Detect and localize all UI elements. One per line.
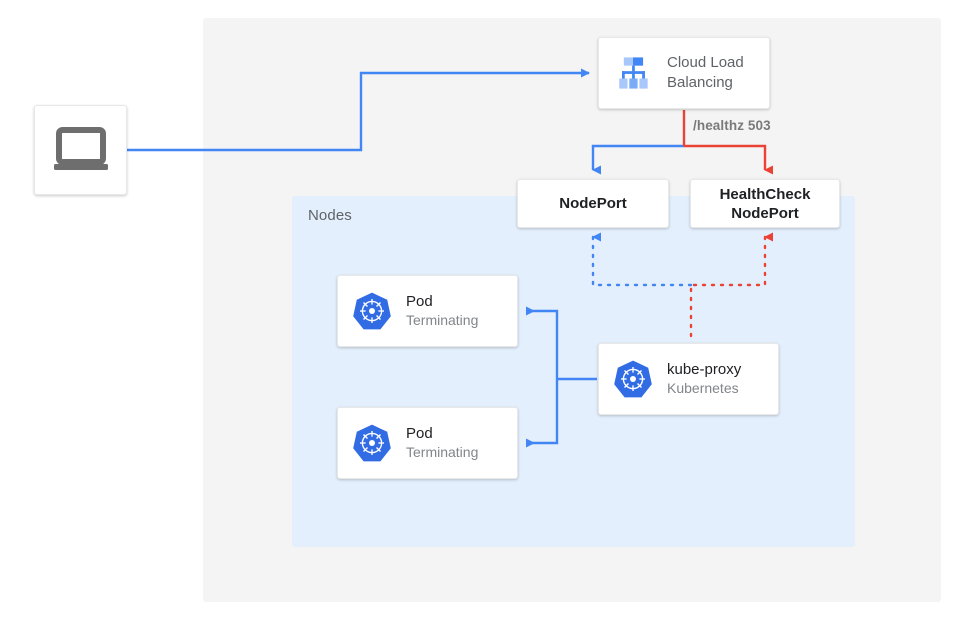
cloud-load-balancing-label: Cloud Load Balancing (667, 53, 744, 93)
kube-proxy-card[interactable]: kube-proxy Kubernetes (598, 343, 779, 415)
nodeport-card[interactable]: NodePort (517, 179, 669, 228)
cloud-load-balancing-icon (619, 57, 648, 89)
pod-2-text: Pod Terminating (406, 424, 478, 462)
laptop-icon (53, 127, 108, 170)
cloud-load-balancing-line2: Balancing (667, 74, 733, 91)
kubernetes-icon (614, 360, 652, 398)
kubernetes-icon (353, 292, 391, 330)
healthz-status-label: /healthz 503 (693, 118, 771, 133)
healthcheck-nodeport-label: HealthCheck NodePort (720, 185, 811, 223)
cloud-load-balancing-line1: Cloud Load (667, 54, 744, 71)
pod-1-text: Pod Terminating (406, 292, 478, 330)
nodes-region-label: Nodes (308, 207, 352, 224)
kube-proxy-text: kube-proxy Kubernetes (667, 360, 741, 398)
pod-1-title: Pod (406, 293, 433, 310)
pod-1-status: Terminating (406, 312, 479, 328)
healthcheck-nodeport-card[interactable]: HealthCheck NodePort (690, 179, 840, 228)
kube-proxy-title: kube-proxy (667, 361, 742, 378)
cloud-load-balancing-card[interactable]: Cloud Load Balancing (598, 37, 770, 109)
client-device-card[interactable] (34, 105, 127, 195)
nodeport-label: NodePort (559, 195, 627, 212)
pod-2-status: Terminating (406, 444, 479, 460)
kube-proxy-subtitle: Kubernetes (667, 380, 739, 396)
healthcheck-nodeport-line2: NodePort (731, 204, 799, 222)
pod-card-2[interactable]: Pod Terminating (337, 407, 518, 479)
healthcheck-nodeport-line1: HealthCheck (719, 185, 811, 203)
pod-card-1[interactable]: Pod Terminating (337, 275, 518, 347)
kubernetes-icon (353, 424, 391, 462)
pod-2-title: Pod (406, 425, 433, 442)
